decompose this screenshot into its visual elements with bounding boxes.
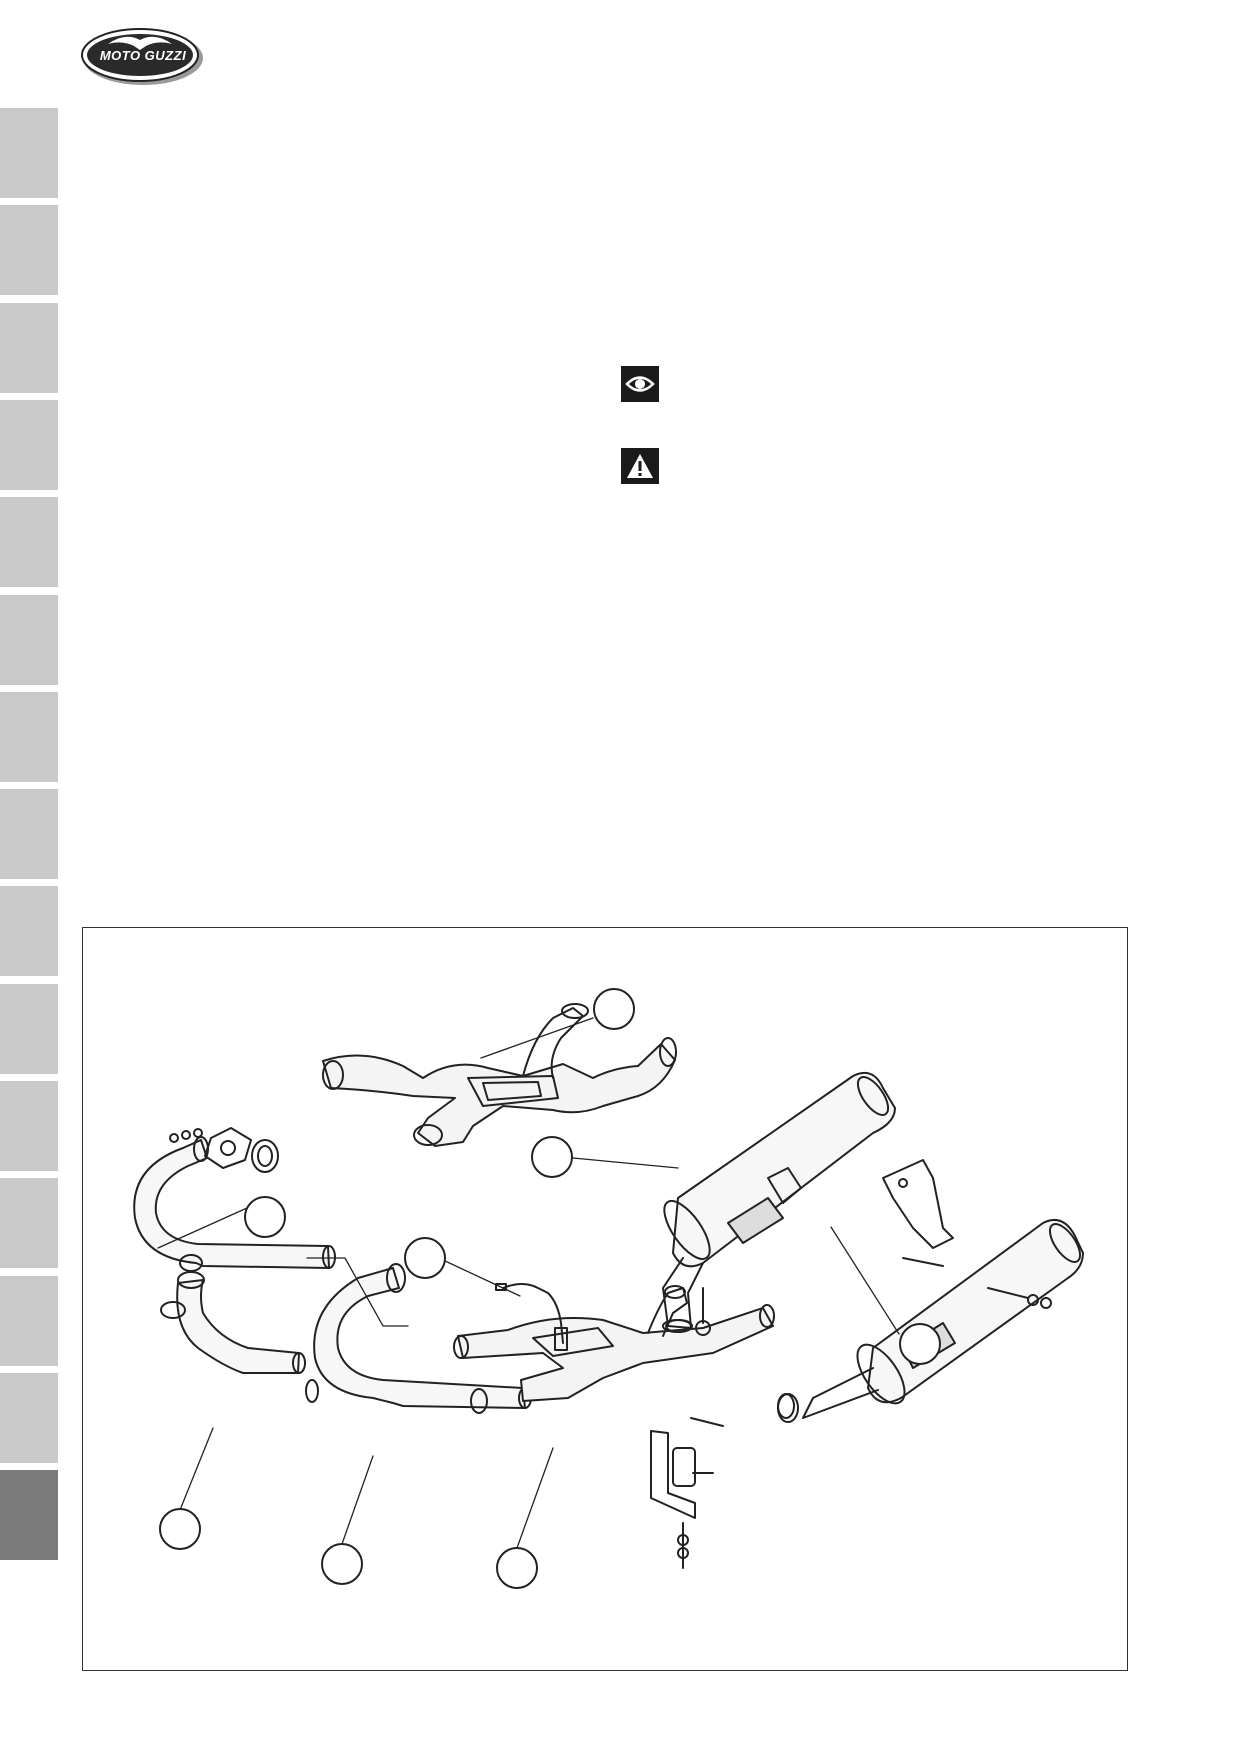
muffler-bracket xyxy=(882,1159,1052,1309)
section-tab-13[interactable] xyxy=(0,1276,58,1366)
exhaust-system-diagram xyxy=(82,927,1128,1671)
callout-circles xyxy=(159,988,941,1589)
section-tab-15[interactable] xyxy=(0,1470,58,1560)
moto-guzzi-logo: MOTO GUZZI xyxy=(80,22,206,88)
section-tab-2[interactable] xyxy=(0,205,58,295)
section-tab-9[interactable] xyxy=(0,886,58,976)
left-header-pipe xyxy=(133,1136,336,1374)
flange-parts xyxy=(169,1127,279,1173)
logo-badge xyxy=(81,28,203,85)
section-tab-1[interactable] xyxy=(0,108,58,198)
clamps xyxy=(160,1301,795,1419)
section-tab-4[interactable] xyxy=(0,400,58,490)
section-tab-8[interactable] xyxy=(0,789,58,879)
exhaust-drawing xyxy=(133,988,1084,1589)
upper-muffler xyxy=(662,1072,896,1333)
center-hanger xyxy=(650,1287,724,1569)
eye-icon xyxy=(621,366,659,402)
section-tab-10[interactable] xyxy=(0,984,58,1074)
section-tab-7[interactable] xyxy=(0,692,58,782)
lower-crossover xyxy=(453,1285,775,1402)
section-tab-6[interactable] xyxy=(0,595,58,685)
logo-wordmark: MOTO GUZZI xyxy=(99,48,187,63)
section-tab-11[interactable] xyxy=(0,1081,58,1171)
section-tab-14[interactable] xyxy=(0,1373,58,1463)
section-tab-5[interactable] xyxy=(0,497,58,587)
warning-icon xyxy=(621,448,659,484)
right-muffler xyxy=(777,1219,1084,1423)
leader-lines xyxy=(157,1017,900,1549)
lambda-sensor xyxy=(495,1283,568,1351)
upper-crossover-assembly xyxy=(322,1003,677,1147)
section-tab-3[interactable] xyxy=(0,303,58,393)
section-tab-12[interactable] xyxy=(0,1178,58,1268)
